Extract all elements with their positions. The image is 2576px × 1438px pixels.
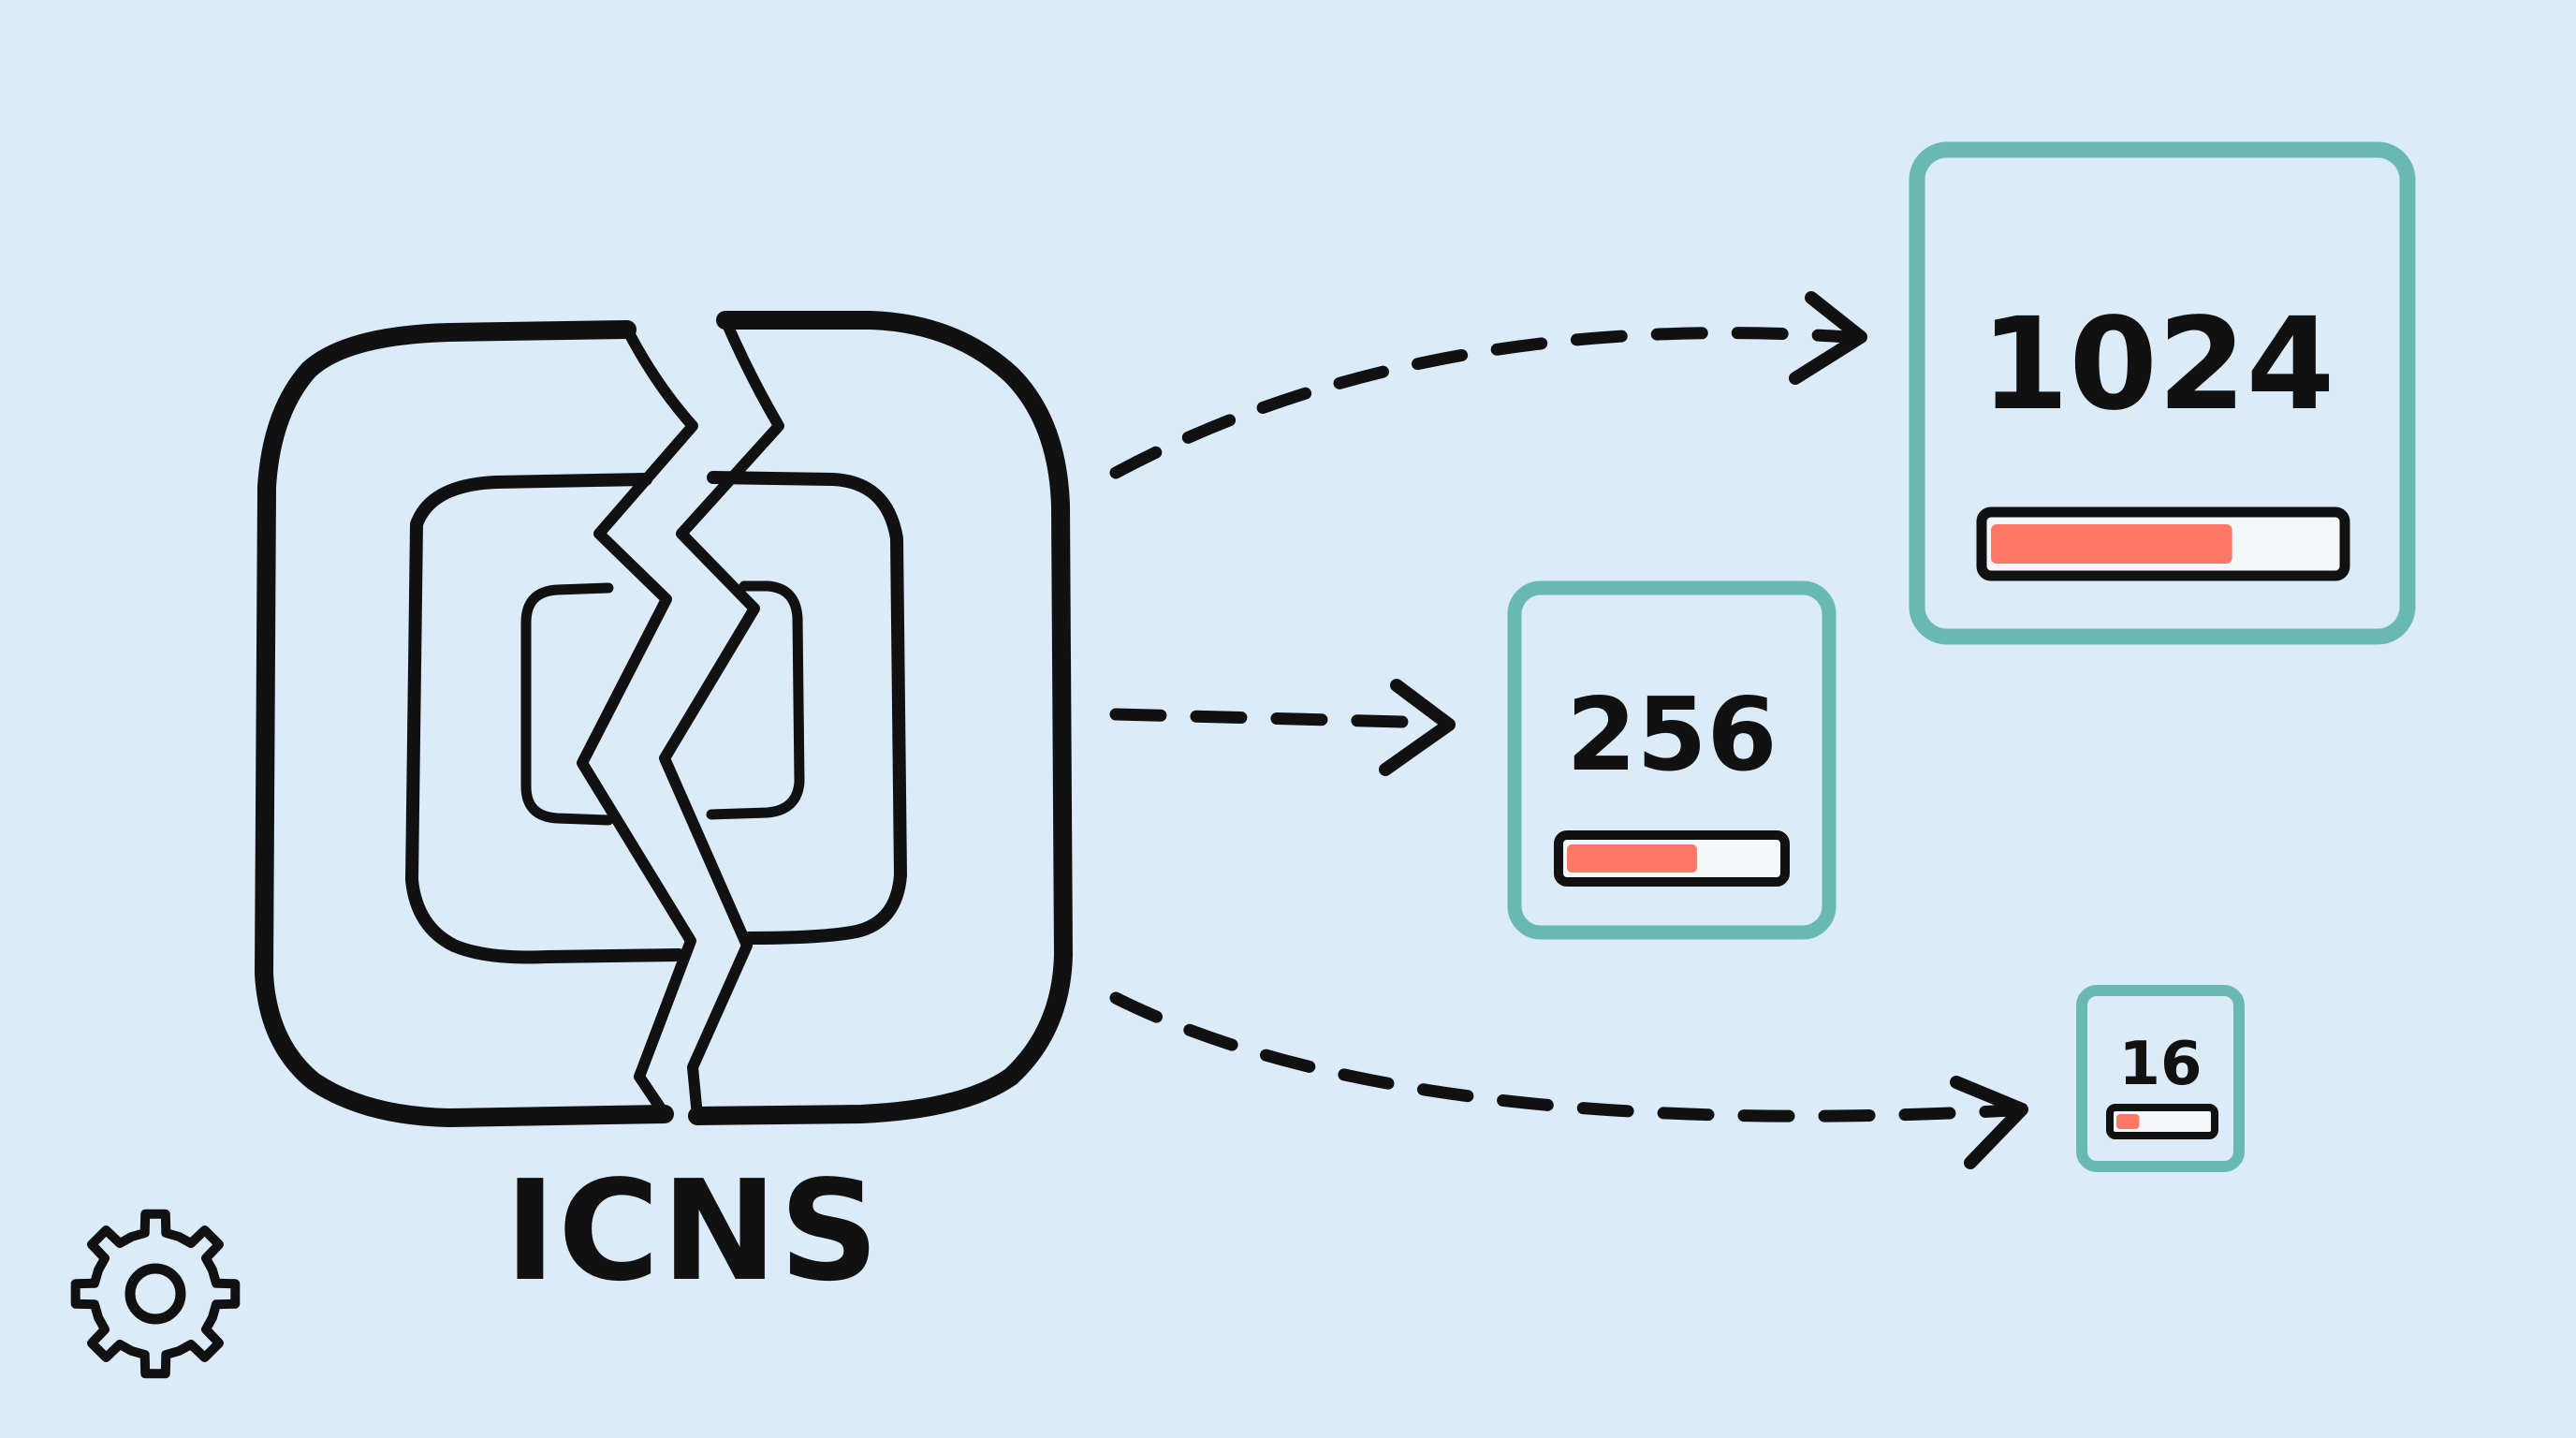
cracked-icns-file-icon <box>255 311 1073 1127</box>
tile-16-label: 16 <box>2118 1030 2202 1099</box>
arrow-to-256 <box>1109 708 1443 729</box>
arrowhead-16 <box>1950 1076 2028 1169</box>
icon-inner-right-half <box>706 580 805 820</box>
icon-crack-left <box>577 324 698 1120</box>
tile-16-bar-fill <box>2116 1114 2140 1129</box>
gear-icon-hub <box>124 1263 186 1325</box>
output-tile-256: 256 <box>1507 580 1837 940</box>
icon-inner-left-half <box>520 582 614 826</box>
source-format-label: ICNS <box>505 1151 881 1312</box>
icon-outer-right-half <box>688 311 1073 1125</box>
icon-crack-right <box>659 315 784 1122</box>
output-tile-16: 16 <box>2076 985 2245 1172</box>
gear-icon-outline <box>70 1209 241 1379</box>
arrowhead-256 <box>1379 679 1456 776</box>
tile-1024-label: 1024 <box>1981 291 2335 439</box>
icon-outer-left-half <box>255 320 674 1127</box>
icon-middle-left-half <box>405 473 685 964</box>
tile-256-label: 256 <box>1566 677 1777 794</box>
arrow-to-1024 <box>1109 327 1855 479</box>
gear-icon[interactable] <box>70 1209 241 1379</box>
arrow-to-16 <box>1109 991 2019 1123</box>
conversion-arrows <box>1109 291 2028 1169</box>
tile-256-bar-fill <box>1567 844 1697 873</box>
icon-middle-right-half <box>707 471 907 945</box>
output-tile-1024: 1024 <box>1909 141 2416 645</box>
tile-1024-bar-fill <box>1991 524 2232 564</box>
arrowhead-1024 <box>1789 291 1867 385</box>
